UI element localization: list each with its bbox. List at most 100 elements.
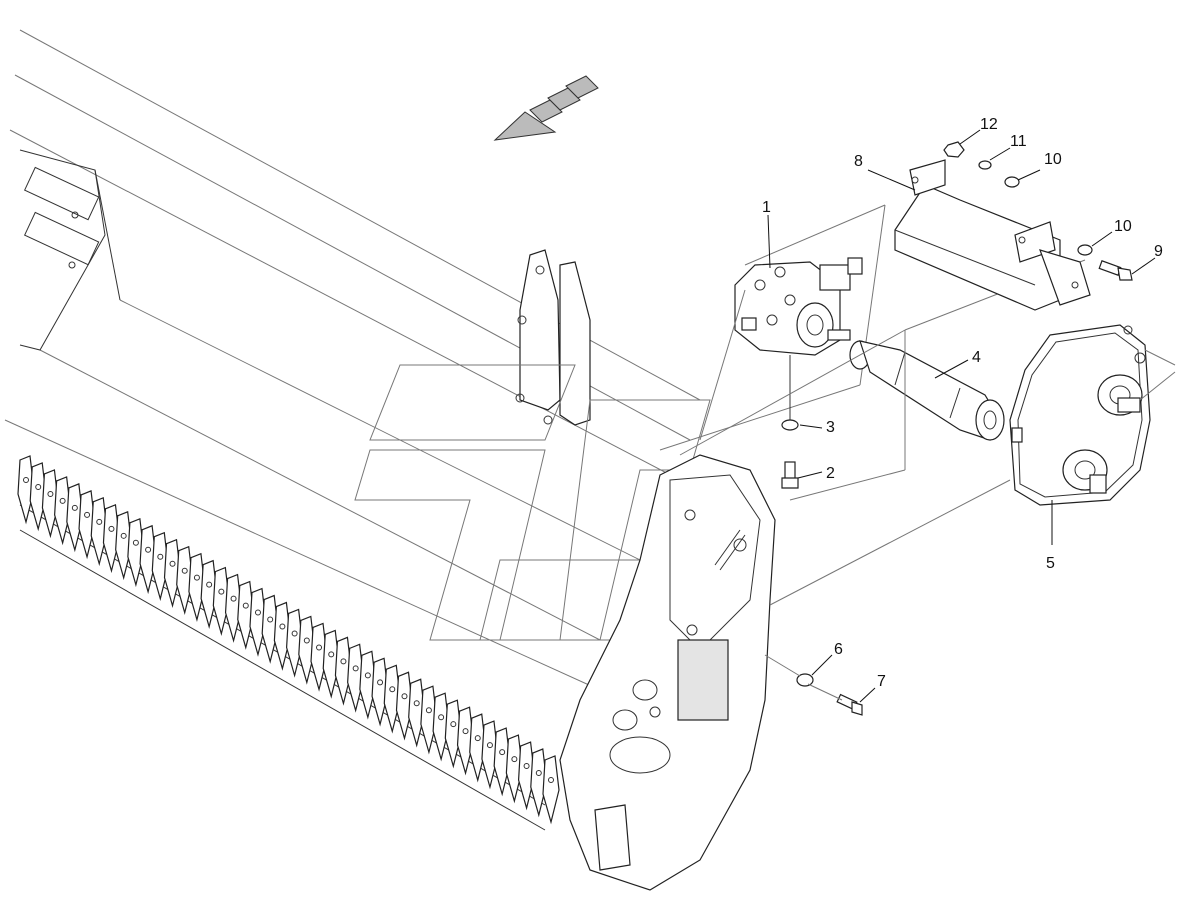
reel-tooth-hole xyxy=(267,616,274,623)
callouts: 1 2 3 4 5 6 7 8 9 10 10 11 12 xyxy=(762,116,1163,690)
washer-part-6 xyxy=(764,654,814,687)
reel-tooth-hole xyxy=(377,679,384,686)
reel-tooth-hole xyxy=(108,525,115,532)
reel-tooth-hole xyxy=(364,672,371,679)
reel-tooth xyxy=(505,734,523,804)
reel-tooth xyxy=(139,524,157,595)
reel-tooth-hole xyxy=(499,749,506,756)
reel-tooth-hole xyxy=(71,504,78,511)
reel-tooth xyxy=(17,455,35,525)
reel-tooth-hole xyxy=(279,623,286,630)
reel-tooth xyxy=(334,636,353,706)
reel-tooth-hole xyxy=(523,763,530,770)
callout-7: 7 xyxy=(877,673,886,690)
reel-tooth xyxy=(176,545,194,616)
reel-tooth-hole xyxy=(486,742,493,749)
reel-tooth-hole xyxy=(340,658,347,665)
reel-tooth-hole xyxy=(181,567,188,574)
reel-tooth-hole xyxy=(474,735,481,742)
reel-tooth-hole xyxy=(291,630,298,637)
bolt-part-2 xyxy=(781,461,799,489)
reel-tooth-hole xyxy=(548,777,554,783)
reel-tooth-hole xyxy=(511,756,518,763)
reel-tooth xyxy=(493,727,511,797)
reel-tooth-hole xyxy=(218,588,225,595)
reel-tooth-hole xyxy=(84,511,91,518)
reel-tooth-hole xyxy=(242,602,249,609)
reel-tooth xyxy=(310,622,328,692)
reel-tooth xyxy=(298,615,316,685)
reel-tooth-hole xyxy=(230,595,237,602)
reel-tooth-hole xyxy=(23,477,29,483)
reel-tooth xyxy=(212,566,230,636)
callout-10-right: 10 xyxy=(1114,218,1132,235)
reel-tooth xyxy=(359,650,377,720)
callout-9: 9 xyxy=(1154,243,1163,260)
reel-tooth xyxy=(542,755,560,825)
callout-11: 11 xyxy=(1010,133,1027,150)
pickup-reel xyxy=(17,455,560,831)
drive-shaft-part-4 xyxy=(679,259,1086,501)
reel-tooth xyxy=(41,469,60,539)
callout-6: 6 xyxy=(834,641,843,658)
gearbox-part-1 xyxy=(659,204,886,451)
reel-tooth-hole xyxy=(389,686,396,693)
reel-tooth-hole xyxy=(401,693,408,700)
reel-tooth xyxy=(163,538,182,609)
reel-tooth xyxy=(151,531,169,602)
callout-8: 8 xyxy=(854,153,863,170)
reel-tooth xyxy=(420,685,438,755)
bolt-part-9 xyxy=(1098,260,1133,281)
reel-tooth xyxy=(90,497,108,567)
reel-tooth xyxy=(102,503,121,574)
reel-tooth xyxy=(408,678,426,748)
reel-tooth-hole xyxy=(47,490,54,497)
callout-1: 1 xyxy=(762,199,771,216)
callout-10-top: 10 xyxy=(1044,151,1062,168)
washer-part-10-right xyxy=(1077,244,1093,256)
callout-4: 4 xyxy=(972,349,981,366)
reel-tooth xyxy=(517,741,536,811)
callout-3: 3 xyxy=(826,419,835,436)
reel-tooth-hole xyxy=(145,546,152,553)
reel-tooth xyxy=(54,476,72,546)
reel-tooth-hole xyxy=(254,609,261,616)
reel-tooth-hole xyxy=(303,637,310,644)
reel-tooth-hole xyxy=(438,714,445,721)
reel-tooth-hole xyxy=(425,707,432,714)
callout-2: 2 xyxy=(826,465,835,482)
reel-tooth-hole xyxy=(59,497,66,504)
reel-tooth-hole xyxy=(352,665,359,672)
gear-case-part-5 xyxy=(769,324,1176,606)
reel-tooth xyxy=(66,483,84,553)
reel-tooth-hole xyxy=(193,574,200,581)
reel-tooth xyxy=(273,601,292,671)
reel-tooth xyxy=(371,657,389,727)
reel-tooth-hole xyxy=(35,483,42,490)
reel-tooth-hole xyxy=(169,560,176,567)
reel-tooth-hole xyxy=(328,651,335,658)
reel-tooth xyxy=(249,587,267,657)
leader-lines xyxy=(767,129,1156,703)
reel-tooth xyxy=(347,643,365,713)
reel-tooth xyxy=(322,629,340,699)
reel-tooth-hole xyxy=(316,644,323,651)
reel-tooth xyxy=(115,510,133,581)
reel-tooth-hole xyxy=(206,581,213,588)
lock-washer-part-11 xyxy=(978,160,992,170)
reel-tooth-hole xyxy=(157,553,164,560)
reel-tooth-hole xyxy=(132,539,139,546)
reel-tooth xyxy=(432,692,450,762)
reel-tooth xyxy=(261,594,279,664)
washer-part-10-top xyxy=(1004,176,1020,188)
reel-tooth xyxy=(237,580,255,650)
reel-tooth xyxy=(481,720,499,790)
reel-tooth xyxy=(395,671,414,741)
reel-tooth xyxy=(127,517,145,588)
nut-part-12 xyxy=(943,141,965,158)
reel-tooth-hole xyxy=(413,700,420,707)
side-plate xyxy=(559,454,776,891)
cover-bracket-part-8 xyxy=(894,159,1091,311)
